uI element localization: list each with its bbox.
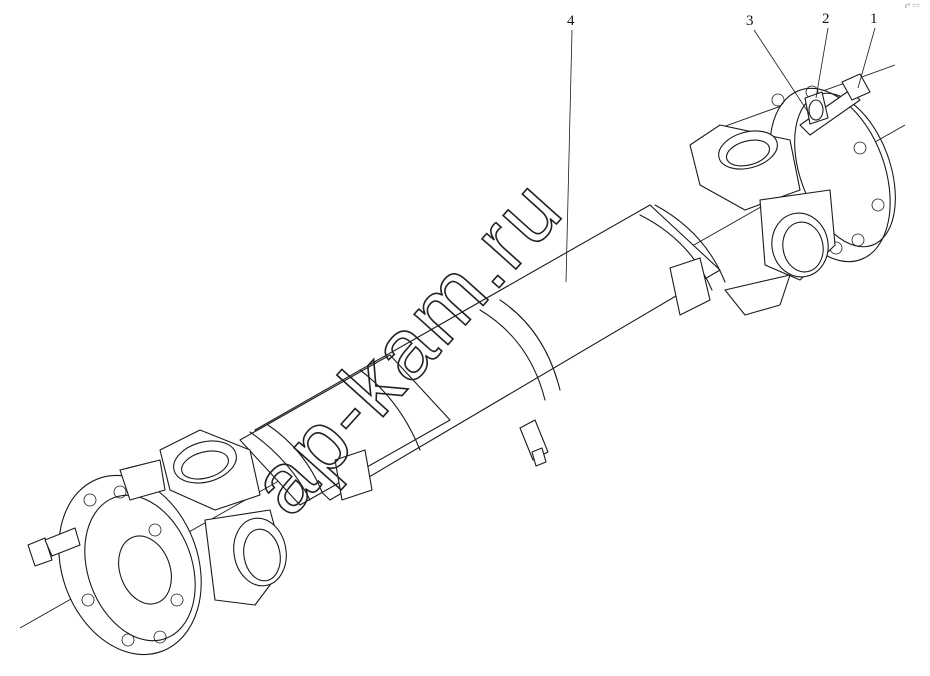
- callout-label-1: 1: [870, 11, 878, 27]
- leader-line-1: [857, 27, 876, 89]
- callout-label-3: 3: [746, 13, 754, 29]
- callout-label-2: 2: [822, 11, 830, 27]
- corner-mark: r° ==: [905, 2, 920, 10]
- right-yoke: [689, 124, 836, 316]
- callout-label-4: 4: [567, 13, 575, 29]
- left-yoke: [119, 429, 287, 606]
- leader-line-4: [565, 29, 573, 283]
- leader-line-2: [815, 27, 829, 99]
- grease-fitting: [519, 419, 549, 467]
- leader-line-3: [753, 29, 811, 116]
- left-flange: [58, 474, 202, 656]
- left-bolt: [27, 527, 81, 567]
- tube-body: [239, 204, 726, 506]
- bolt-assembly: [799, 73, 871, 136]
